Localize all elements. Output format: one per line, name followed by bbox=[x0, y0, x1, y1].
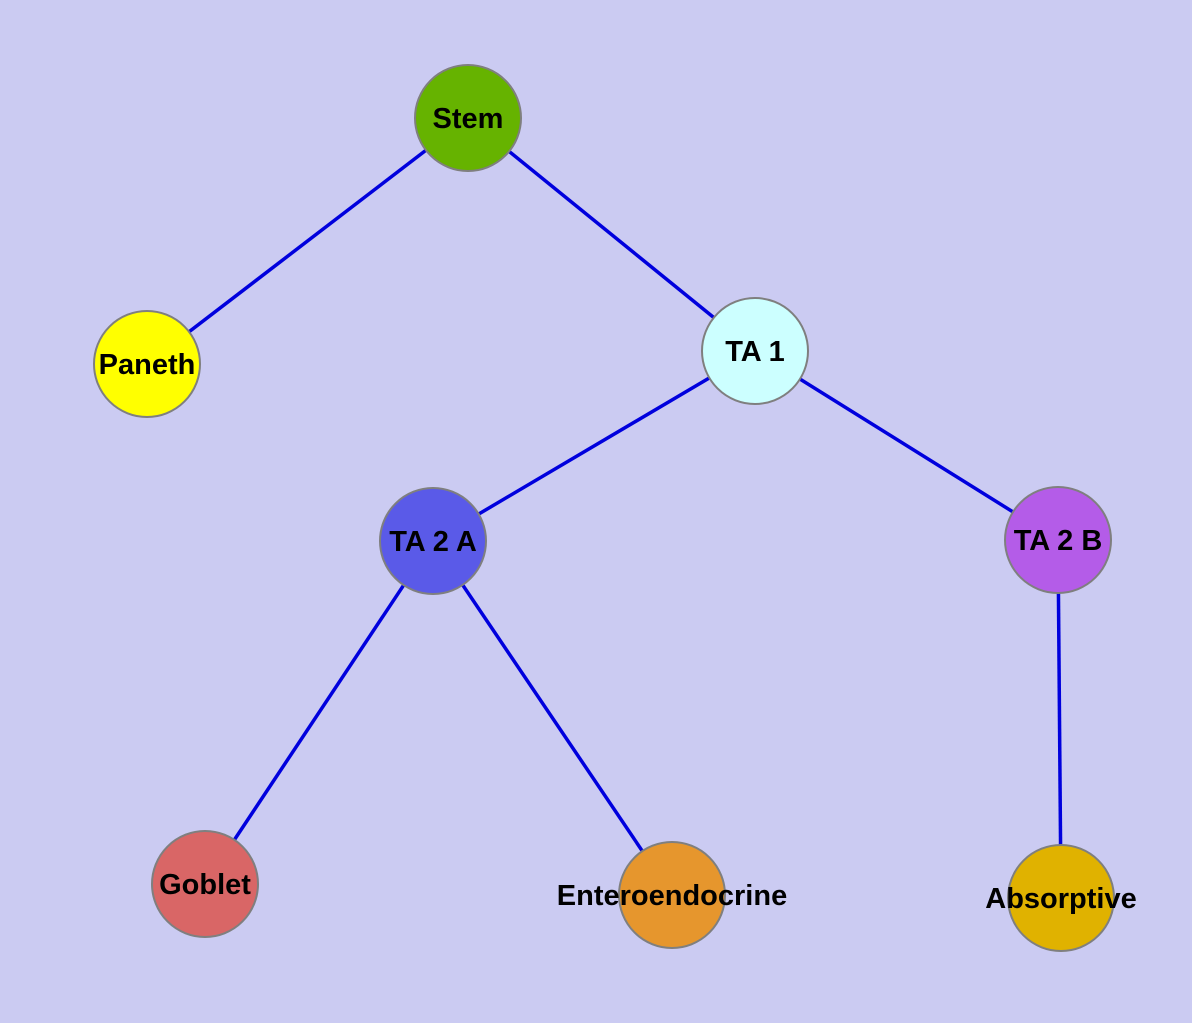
node-ta2a[interactable]: TA 2 A bbox=[379, 487, 487, 595]
edge-ta1-ta2a bbox=[432, 349, 756, 543]
node-ta2b[interactable]: TA 2 B bbox=[1004, 486, 1112, 594]
edge-ta2a-enteroendocrine bbox=[431, 540, 674, 896]
edge-stem-paneth bbox=[145, 116, 470, 366]
node-goblet[interactable]: Goblet bbox=[151, 830, 259, 938]
node-absorptive[interactable]: Absorptive bbox=[985, 844, 1137, 952]
edge-ta1-ta2b bbox=[754, 349, 1059, 542]
enteroendocrine-circle[interactable] bbox=[618, 841, 726, 949]
absorptive-circle[interactable] bbox=[1007, 844, 1115, 952]
node-enteroendocrine[interactable]: Enteroendocrine bbox=[557, 841, 787, 949]
node-stem[interactable]: Stem bbox=[414, 64, 522, 172]
stem-circle[interactable] bbox=[414, 64, 522, 172]
ta2b-circle[interactable] bbox=[1004, 486, 1112, 594]
node-paneth[interactable]: Paneth bbox=[93, 310, 201, 418]
goblet-circle[interactable] bbox=[151, 830, 259, 938]
node-ta1[interactable]: TA 1 bbox=[701, 297, 809, 405]
edge-ta2a-goblet bbox=[203, 540, 435, 885]
ta1-circle[interactable] bbox=[701, 297, 809, 405]
edge-ta2b-absorptive bbox=[1056, 539, 1063, 899]
ta2a-circle[interactable] bbox=[379, 487, 487, 595]
edge-stem-ta1 bbox=[466, 116, 757, 353]
paneth-circle[interactable] bbox=[93, 310, 201, 418]
